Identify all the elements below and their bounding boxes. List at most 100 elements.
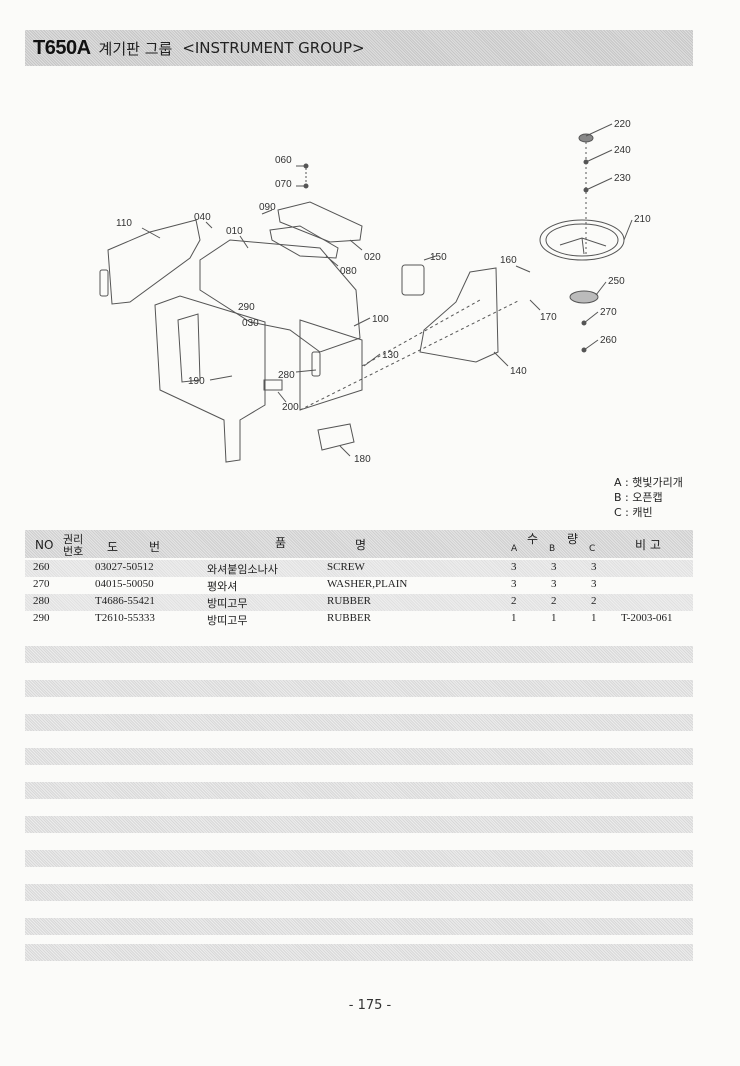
callout-040: 040: [194, 212, 211, 223]
row-part-number: 03027-50512: [95, 561, 154, 573]
empty-row-stripe: [25, 748, 693, 765]
empty-row-stripe: [25, 850, 693, 867]
table-row: 270 04015-50050 평와셔 WASHER,PLAIN 3 3 3: [25, 577, 693, 594]
row-qty-a: 1: [511, 612, 517, 624]
row-qty-c: 1: [591, 612, 597, 624]
empty-row-stripe: [25, 816, 693, 833]
row-name-en: RUBBER: [327, 595, 372, 607]
exploded-parts-diagram: 220 240 230 210 250 270 260 060 070 090 …: [99, 119, 651, 465]
empty-row-stripe: [25, 782, 693, 799]
header-beonho: 번호: [63, 545, 84, 558]
row-name-en: WASHER,PLAIN: [327, 578, 408, 590]
callout-070: 070: [275, 179, 292, 190]
row-no: 260: [33, 561, 50, 573]
callout-280: 280: [278, 370, 295, 381]
table-row: 280 T4686-55421 방띠고무 RUBBER 2 2 2: [25, 594, 693, 611]
empty-row-stripe: [25, 714, 693, 731]
header-pum: 품: [275, 536, 287, 550]
model-name: T650A: [33, 36, 91, 59]
callout-220: 220: [614, 119, 631, 130]
callout-290: 290: [238, 302, 255, 313]
bracket-110: [107, 219, 201, 305]
row-qty-c: 2: [591, 595, 597, 607]
callout-020: 020: [364, 252, 381, 263]
row-qty-c: 3: [591, 561, 597, 573]
header-bigo: 비 고: [635, 538, 661, 552]
header-kwon: 권리: [63, 533, 84, 546]
callout-080: 080: [340, 266, 357, 277]
cover-140: [419, 267, 499, 363]
callout-090: 090: [259, 202, 276, 213]
row-name-en: RUBBER: [327, 612, 372, 624]
row-qty-a: 3: [511, 578, 517, 590]
row-name-en: SCREW: [327, 561, 365, 573]
row-part-number: 04015-50050: [95, 578, 154, 590]
row-no: 270: [33, 578, 50, 590]
callout-130: 130: [382, 350, 399, 361]
callout-030: 030: [242, 318, 259, 329]
bracket-150: [401, 264, 425, 296]
dash-cover-010: [199, 239, 361, 353]
row-part-number: T4686-55421: [95, 595, 155, 607]
callout-240: 240: [614, 145, 631, 156]
group-title-korean: 계기판 그룹: [98, 39, 173, 58]
callout-170: 170: [540, 312, 557, 323]
legend-a: A : 햇빛가리개: [614, 476, 683, 489]
callout-060: 060: [275, 155, 292, 166]
row-name-kr: 평와셔: [207, 581, 238, 593]
row-remark: T-2003-061: [621, 612, 673, 624]
group-title-english: <INSTRUMENT GROUP>: [182, 39, 365, 57]
header-do: 도: [107, 540, 119, 554]
row-no: 280: [33, 595, 50, 607]
callout-270: 270: [600, 307, 617, 318]
plate-180: [317, 423, 355, 451]
callout-160: 160: [500, 255, 517, 266]
callout-260: 260: [600, 335, 617, 346]
row-qty-b: 2: [551, 595, 557, 607]
row-qty-b: 1: [551, 612, 557, 624]
empty-row-stripe: [25, 646, 693, 663]
legend-b: B : 오픈캡: [614, 491, 663, 504]
callout-140: 140: [510, 366, 527, 377]
header-no: NO: [35, 538, 54, 552]
row-name-kr: 방띠고무: [207, 615, 248, 627]
empty-row-stripe: [25, 884, 693, 901]
callout-190: 190: [188, 376, 205, 387]
row-name-kr: 와셔붙임소나사: [207, 564, 278, 576]
page-header: T650A 계기판 그룹 <INSTRUMENT GROUP>: [25, 30, 693, 66]
callout-230: 230: [614, 173, 631, 184]
row-qty-b: 3: [551, 578, 557, 590]
table-row: 290 T2610-55333 방띠고무 RUBBER 1 1 1 T-2003…: [25, 611, 693, 628]
page-number: - 175 -: [348, 998, 392, 1013]
frame: [154, 295, 266, 463]
callout-200: 200: [282, 402, 299, 413]
empty-row-stripe: [25, 944, 693, 961]
row-qty-b: 3: [551, 561, 557, 573]
row-part-number: T2610-55333: [95, 612, 155, 624]
nut-part: [578, 133, 594, 143]
header-myeong: 명: [355, 538, 367, 552]
row-qty-a: 3: [511, 561, 517, 573]
header-b: B: [549, 544, 556, 554]
legend-c: C : 캐빈: [614, 506, 653, 519]
callout-110: 110: [116, 218, 132, 229]
header-c: C: [589, 544, 596, 554]
parts-table: 260 03027-50512 와셔붙임소나사 SCREW 3 3 3 270 …: [25, 560, 693, 628]
empty-row-stripe: [25, 918, 693, 935]
row-qty-a: 2: [511, 595, 517, 607]
header-a: A: [511, 544, 518, 554]
callout-180: 180: [354, 454, 371, 465]
callout-100: 100: [372, 314, 389, 325]
legend: A : 햇빛가리개 B : 오픈캡 C : 캐빈: [614, 475, 683, 520]
boot-part: [569, 290, 599, 304]
row-qty-c: 3: [591, 578, 597, 590]
table-row: 260 03027-50512 와셔붙임소나사 SCREW 3 3 3: [25, 560, 693, 577]
callout-010: 010: [226, 226, 243, 237]
table-header: NO 권리 번호 도 번 품 명 수 량 A B C 비 고: [25, 530, 693, 558]
row-no: 290: [33, 612, 50, 624]
callout-150: 150: [430, 252, 447, 263]
callout-210: 210: [634, 214, 651, 225]
row-name-kr: 방띠고무: [207, 598, 248, 610]
header-beon: 번: [149, 540, 161, 554]
header-ryang: 량: [567, 532, 579, 546]
